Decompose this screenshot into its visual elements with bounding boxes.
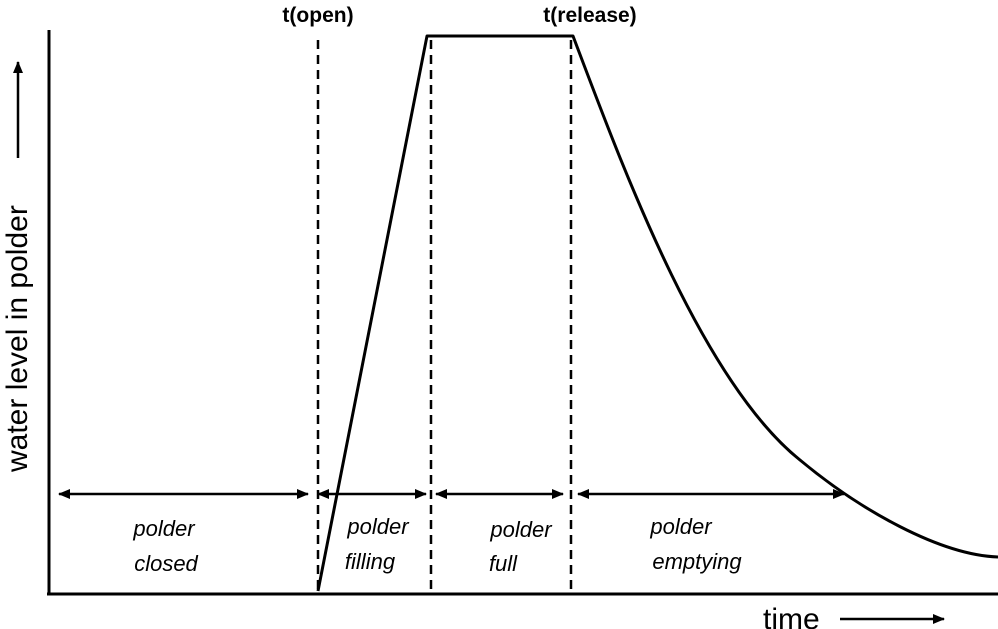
phase-closed-label-line1: polder <box>132 516 196 541</box>
phase-closed-label-line2: closed <box>134 551 198 576</box>
phase-full-label-line1: polder <box>489 517 553 542</box>
y-axis-title: water level in polder <box>1 205 34 473</box>
phase-emptying-label-line1: polder <box>649 514 713 539</box>
phase-filling-label-line2: filling <box>345 549 396 574</box>
t-open-label: t(open) <box>282 4 353 27</box>
t-release-label: t(release) <box>543 4 636 27</box>
phase-emptying-label-line2: emptying <box>652 549 742 574</box>
x-axis-title: time <box>763 603 820 629</box>
water-level-curve <box>316 34 998 592</box>
phase-filling-label-line1: polder <box>346 514 410 539</box>
phase-full-label-line2: full <box>489 551 518 576</box>
